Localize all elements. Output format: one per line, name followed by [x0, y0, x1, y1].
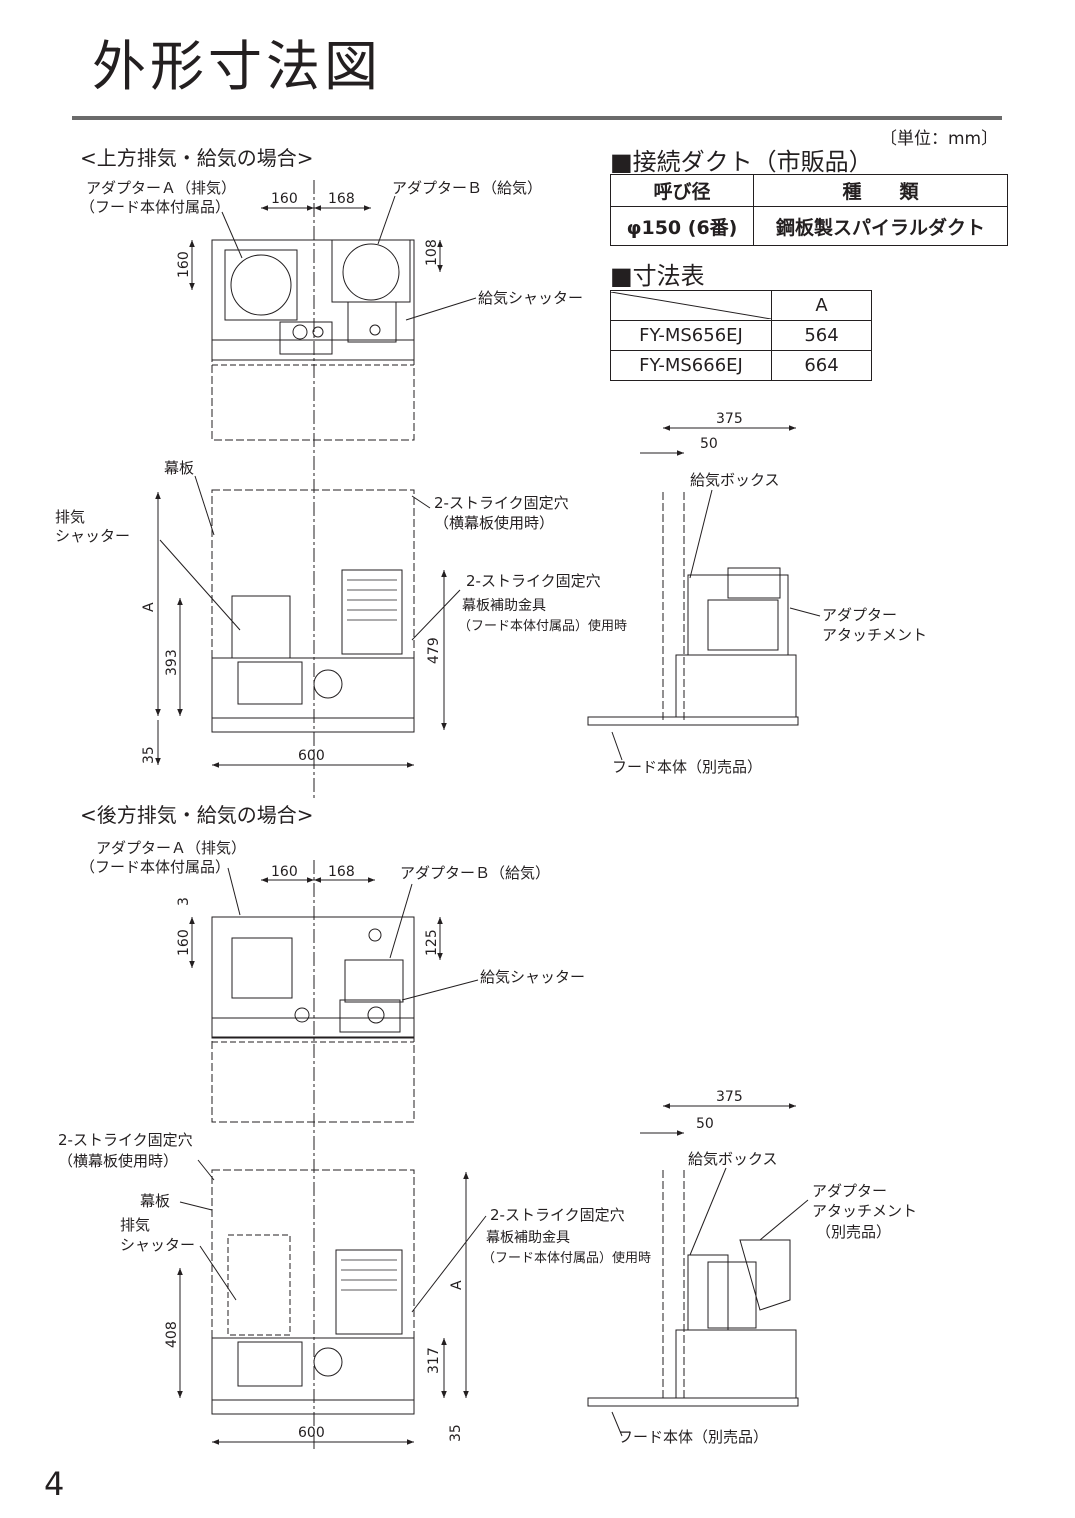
dim-table-corner [610, 290, 772, 321]
bottom-adapter-attach-label-2: アタッチメント [812, 1202, 917, 1220]
bottom-dim-160h: 160 [271, 864, 298, 880]
dim-table-heading: ■寸法表 [610, 262, 705, 290]
top-dim-479: 479 [426, 637, 442, 664]
bottom-dim-125: 125 [424, 929, 440, 956]
bottom-side-view [587, 1170, 799, 1407]
top-fix-hole2-sub1-label: 幕板補助金具 [462, 598, 546, 614]
top-adapter-attach-label-1: アダプター [822, 606, 897, 624]
top-dim-160v: 160 [176, 251, 192, 278]
top-adapter-b-label: アダプターＢ（給気） [392, 179, 542, 197]
bottom-fix-hole2-label: 2-ストライク固定穴 [490, 1206, 625, 1224]
bottom-dim-408: 408 [164, 1321, 180, 1348]
duct-heading: ■接続ダクト（市販品） [610, 148, 873, 176]
bottom-fix-hole2-sub2-label: （フード本体付属品）使用時 [482, 1250, 651, 1266]
dim-value: 664 [771, 350, 872, 381]
top-adapter-a-label: アダプターＡ（排気） [86, 179, 236, 197]
bottom-dim-50: 50 [696, 1116, 714, 1132]
bottom-adapter-b-label: アダプターＢ（給気） [400, 864, 550, 882]
bottom-fix-hole2-sub1-label: 幕板補助金具 [486, 1230, 570, 1246]
duct-diameter: φ150 (6番) [610, 206, 754, 246]
top-fix-hole2-sub2-label: （フード本体付属品）使用時 [458, 618, 627, 634]
top-exhaust-shutter-label-1: 排気 [55, 508, 85, 526]
top-plan-view [211, 239, 415, 441]
bottom-fix-hole-sub-label: （横幕板使用時） [58, 1152, 178, 1170]
top-dim-50: 50 [700, 436, 718, 452]
top-hood-body-label: フード本体（別売品） [612, 758, 762, 776]
bottom-hood-body-label: フード本体（別売品） [618, 1428, 768, 1446]
bottom-dim-160v: 160 [176, 929, 192, 956]
dim-model: FY-MS666EJ [610, 350, 772, 381]
top-dim-108: 108 [424, 239, 440, 266]
bottom-supply-shutter-label: 給気シャッター [480, 968, 585, 986]
bottom-dim-168: 168 [328, 864, 355, 880]
dim-value: 564 [771, 320, 872, 351]
top-curtain-plate-label: 幕板 [164, 459, 194, 477]
bottom-fix-hole-label: 2-ストライク固定穴 [58, 1131, 193, 1149]
unit-note: 〔単位：mm〕 [880, 129, 999, 149]
top-dim-168: 168 [328, 191, 355, 207]
top-dim-160h: 160 [271, 191, 298, 207]
top-dim-375: 375 [716, 411, 743, 427]
top-exhaust-shutter-label-2: シャッター [55, 527, 130, 545]
bottom-exhaust-shutter-label-2: シャッター [120, 1236, 195, 1254]
top-fix-hole-label: 2-ストライク固定穴 [434, 494, 569, 512]
duct-type: 鋼板製スパイラルダクト [753, 206, 1008, 246]
bottom-adapter-attach-label-1: アダプター [812, 1182, 887, 1200]
top-supply-shutter-label: 給気シャッター [478, 289, 583, 307]
bottom-dim-35: 35 [448, 1424, 464, 1442]
bottom-adapter-a-label: アダプターＡ（排気） [96, 839, 246, 857]
top-front-view [211, 489, 415, 733]
top-supply-box-label: 給気ボックス [690, 471, 780, 489]
bottom-adapter-attach-label-3: （別売品） [816, 1223, 891, 1241]
top-section-heading: <上方排気・給気の場合> [80, 146, 314, 170]
page-number: 4 [44, 1465, 65, 1503]
bottom-dim-317: 317 [426, 1347, 442, 1374]
top-adapter-attach-label-2: アタッチメント [822, 626, 927, 644]
bottom-dim-600: 600 [298, 1425, 325, 1441]
top-dim-600: 600 [298, 748, 325, 764]
bottom-exhaust-shutter-label-1: 排気 [120, 1216, 150, 1234]
duct-table: 呼び径種 類 φ150 (6番)鋼板製スパイラルダクト [610, 174, 1008, 246]
leader-lines [159, 195, 821, 1437]
top-fix-hole-sub-label: （横幕板使用時） [434, 514, 554, 532]
title-rule [72, 116, 1002, 120]
bottom-plan-view [211, 916, 415, 1123]
bottom-supply-box-label: 給気ボックス [688, 1150, 778, 1168]
bottom-dim-a: A [449, 1280, 465, 1290]
top-fix-hole2-label: 2-ストライク固定穴 [466, 572, 601, 590]
bottom-dimension-lines [177, 877, 796, 1445]
top-dim-393: 393 [164, 649, 180, 676]
bottom-adapter-a-sub-label: （フード本体付属品） [80, 858, 230, 876]
page-title: 外形寸法図 [92, 35, 382, 98]
top-dim-35: 35 [141, 746, 157, 764]
bottom-dim-3: 3 [176, 897, 192, 906]
bottom-section-heading: <後方排気・給気の場合> [80, 803, 314, 827]
bottom-curtain-plate-label: 幕板 [140, 1192, 170, 1210]
bottom-front-view [211, 1169, 415, 1415]
top-dimension-lines [155, 205, 796, 768]
top-dim-a: A [141, 602, 157, 612]
top-adapter-a-sub-label: （フード本体付属品） [80, 198, 230, 216]
top-side-view [587, 492, 799, 726]
duct-col-diameter: 呼び径 [610, 174, 754, 207]
bottom-dim-375: 375 [716, 1089, 743, 1105]
